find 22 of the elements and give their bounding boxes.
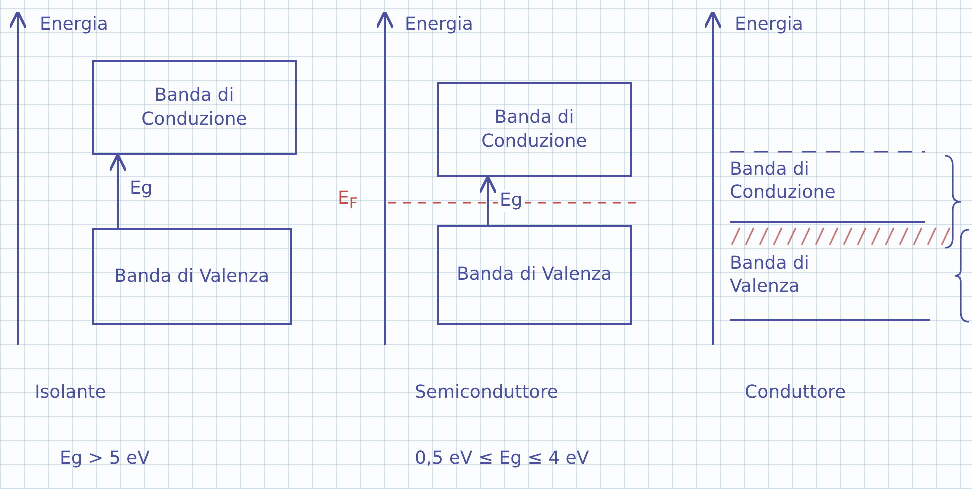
edge-label: Eg xyxy=(498,190,525,212)
material-label: Semiconduttore xyxy=(415,382,558,403)
material-label: Isolante xyxy=(35,382,106,403)
gap-condition: Eg > 5 eV xyxy=(60,448,150,469)
band-name: Banda di Valenza xyxy=(113,264,271,288)
band-name: Banda di Conduzione xyxy=(140,84,248,131)
band-name: Banda di Conduzione xyxy=(480,106,588,153)
band-name: Banda di Conduzione xyxy=(730,158,837,205)
axis-label: Energia xyxy=(40,14,108,35)
band-name: Banda di Valenza xyxy=(456,263,614,287)
energy-band-box xyxy=(92,228,292,325)
energy-band-box xyxy=(92,60,297,155)
axis-label: Energia xyxy=(405,14,474,35)
band-name: Banda di Valenza xyxy=(730,252,810,299)
material-label: Conduttore xyxy=(745,382,846,403)
fermi-level-label: E$_{F}$ xyxy=(338,188,358,213)
energy-band-box xyxy=(437,82,632,177)
energy-band-box xyxy=(437,225,632,325)
axis-label: Energia xyxy=(735,14,804,35)
arrow xyxy=(108,154,128,228)
arrow xyxy=(478,176,498,225)
gap-condition: 0,5 eV ≤ Eg ≤ 4 eV xyxy=(415,448,590,469)
